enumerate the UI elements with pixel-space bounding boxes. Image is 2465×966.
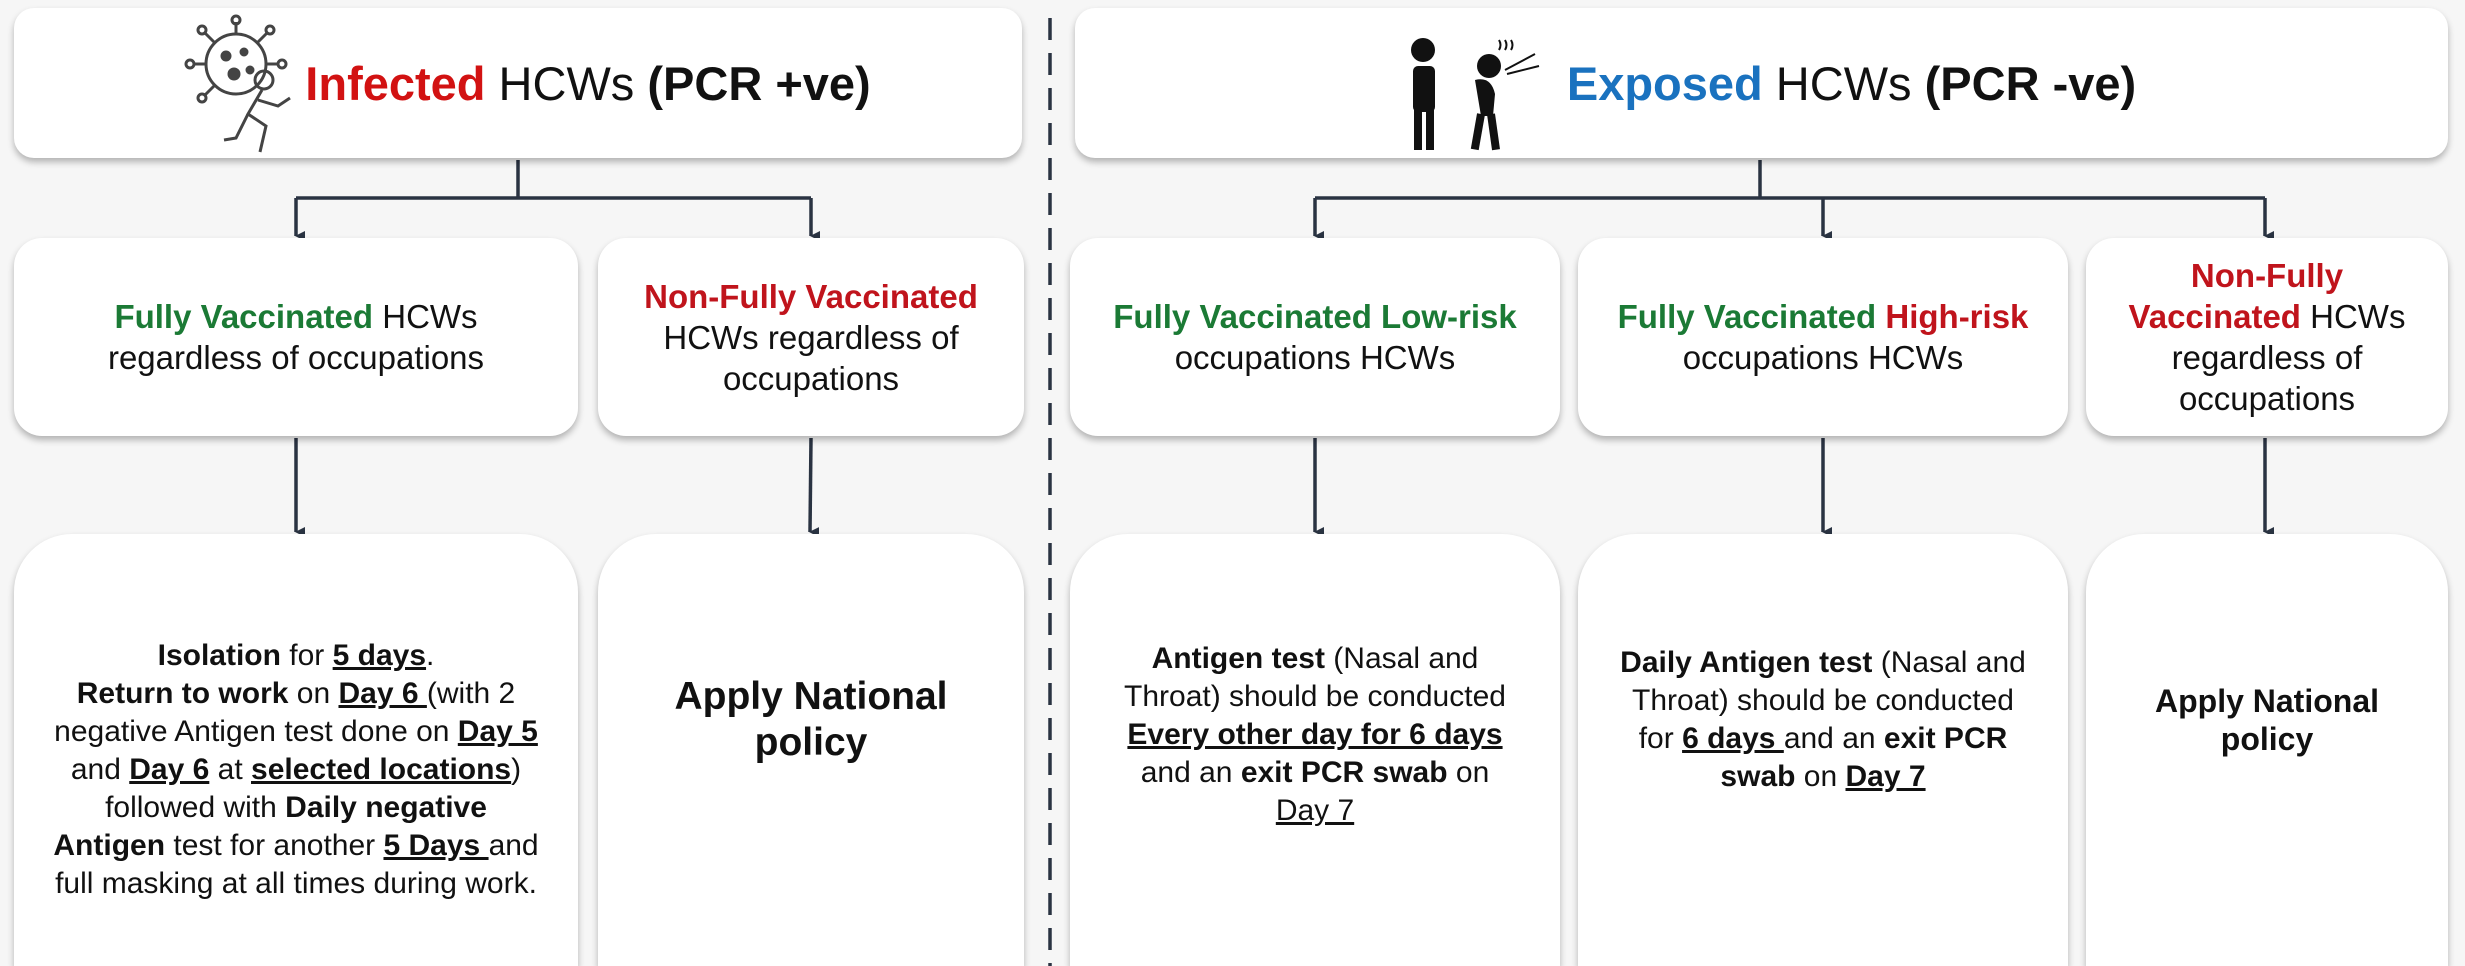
detail-text: and an [1783, 722, 1884, 755]
detail-text: and full masking at all times during wor… [55, 829, 539, 900]
day5-text: Day 5 [457, 715, 538, 748]
infected-nonfully-detail-box: Apply National policy [598, 534, 1024, 966]
detail-text: and [70, 753, 130, 786]
nonfully-vaccinated-label: Non-Fully Vaccinated [644, 277, 978, 315]
detail-text: (with 2 negative Antigen test done on [54, 677, 516, 748]
exit-pcr-text: exit PCR swab [1720, 722, 2008, 793]
infected-header: Infected HCWs (PCR +ve) [14, 8, 1022, 158]
isolation-text: Isolation [157, 639, 281, 672]
detail-text: at [209, 753, 252, 786]
antigen-test-text: Antigen test [1151, 642, 1325, 675]
infected-title: Infected HCWs (PCR +ve) [305, 56, 870, 111]
day7-text: Day 7 [1845, 760, 1926, 793]
hcws-label: HCWs [1762, 56, 1925, 110]
detail-text: on [288, 677, 339, 710]
five-days-text: 5 Days [383, 829, 489, 862]
selected-locations-text: selected locations [251, 753, 512, 786]
detail-text: (Nasal and Throat) should be conducted f… [1632, 646, 2026, 755]
detail-text: (Nasal and Throat) should be conducted [1124, 642, 1506, 713]
detail-text: and an [1140, 756, 1241, 789]
daily-antigen-text: Daily negative Antigen [53, 791, 487, 862]
highrisk-label: High-risk [1885, 298, 2029, 335]
exposed-highrisk-box: Fully Vaccinated High-risk occupations H… [1578, 238, 2068, 436]
detail-text: test for another [165, 829, 384, 862]
exposed-header: Exposed HCWs (PCR -ve) [1075, 8, 2448, 158]
every-other-day-text: Every other day for 6 days [1127, 718, 1503, 751]
regardless-label: HCWs regardless of occupations [2171, 298, 2406, 417]
fully-vaccinated-label: Fully Vaccinated [114, 298, 374, 335]
detail-text: on [1447, 756, 1490, 789]
regardless-label: HCWs regardless of occupations [107, 298, 485, 376]
detail-text: . [426, 639, 435, 672]
virus-person-icon [174, 14, 320, 165]
lowrisk-label: Fully Vaccinated Low-risk [1113, 298, 1517, 335]
day6-text: Day 6 [338, 677, 427, 710]
infected-label: Infected [305, 56, 486, 110]
hcws-label: HCWs [485, 56, 648, 110]
exposed-highrisk-detail-box: Daily Antigen test (Nasal and Throat) sh… [1578, 534, 2068, 966]
infected-fully-detail-box: Isolation for 5 days. Return to work on … [14, 534, 578, 966]
apply-national-policy-text: Apply National policy [674, 675, 948, 764]
day6-text: Day 6 [129, 753, 210, 786]
exposed-title: Exposed HCWs (PCR -ve) [1567, 56, 2136, 111]
exposed-nonfully-detail-box: Apply National policy [2086, 534, 2448, 966]
day7-text: Day 7 [1275, 794, 1355, 827]
infected-fully-vaccinated-box: Fully Vaccinated HCWs regardless of occu… [14, 238, 578, 436]
five-days-text: 5 days [332, 639, 427, 672]
exit-pcr-text: exit PCR swab [1240, 756, 1448, 789]
pcr-negative-label: (PCR -ve) [1924, 56, 2137, 110]
regardless-label: HCWs regardless of occupations [663, 318, 959, 397]
nonfully-vaccinated-label: Non-Fully Vaccinated [2128, 257, 2344, 335]
detail-text: for [280, 639, 333, 672]
daily-antigen-text: Daily Antigen test [1620, 646, 1873, 679]
exposed-lowrisk-box: Fully Vaccinated Low-risk occupations HCW… [1070, 238, 1560, 436]
six-days-text: 6 days [1682, 722, 1784, 755]
coughing-people-icon [1395, 36, 1545, 157]
detail-text: on [1795, 760, 1846, 793]
detail-text: ) followed with [105, 753, 522, 824]
exposed-label: Exposed [1566, 56, 1763, 110]
pcr-positive-label: (PCR +ve) [647, 56, 871, 110]
exposed-nonfully-vaccinated-box: Non-Fully Vaccinated HCWs regardless of … [2086, 238, 2448, 436]
occupations-label: occupations HCWs [1174, 339, 1456, 376]
return-to-work-text: Return to work [76, 677, 289, 710]
apply-national-policy-text: Apply National policy [2154, 683, 2379, 757]
fully-vaccinated-label: Fully Vaccinated [1617, 298, 1886, 335]
exposed-lowrisk-detail-box: Antigen test (Nasal and Throat) should b… [1070, 534, 1560, 966]
occupations-label: occupations HCWs [1682, 339, 1964, 376]
